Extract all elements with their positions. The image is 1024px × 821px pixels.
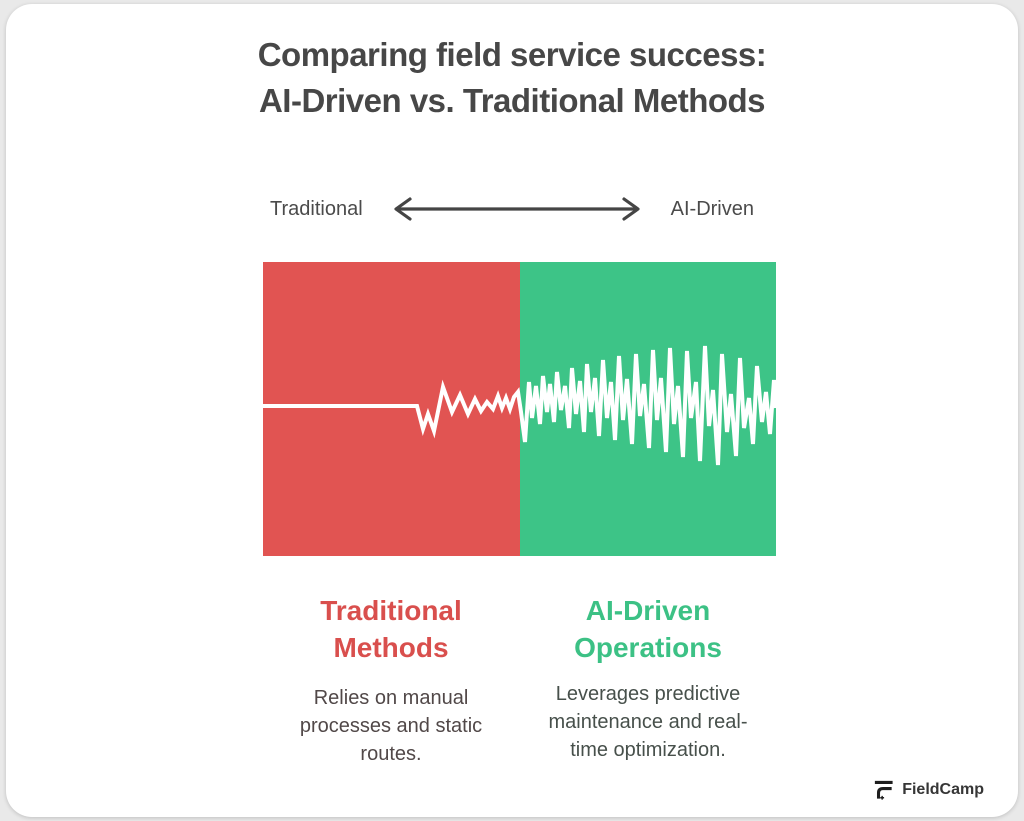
page-title-line2: AI-Driven vs. Traditional Methods <box>258 82 766 119</box>
axis-label-traditional: Traditional <box>270 197 363 220</box>
ai-driven-description: Leverages predictive maintenance and rea… <box>548 683 748 761</box>
double-arrow-icon <box>394 197 640 221</box>
fieldcamp-logo: FieldCamp <box>872 778 984 801</box>
axis-label-ai-driven: AI-Driven <box>670 197 754 220</box>
infographic-card: Comparing field service success: AI-Driv… <box>6 4 1018 817</box>
traditional-description: Relies on manual processes and static ro… <box>299 687 483 765</box>
traditional-heading: Traditional Methods <box>320 595 462 663</box>
fieldcamp-logo-text: FieldCamp <box>902 780 984 798</box>
fieldcamp-logo-icon <box>875 780 893 800</box>
ai-driven-column: AI-Driven Operations Leverages predictiv… <box>520 592 776 764</box>
spectrum-axis: Traditional AI-Driven <box>6 196 1018 222</box>
page-title-line1: Comparing field service success: <box>257 36 767 73</box>
performance-waveform <box>263 345 776 466</box>
comparison-panels <box>263 262 776 556</box>
ai-driven-heading: AI-Driven Operations <box>574 595 722 663</box>
traditional-panel <box>263 262 520 556</box>
page-title: Comparing field service success: AI-Driv… <box>6 32 1018 124</box>
traditional-column: Traditional Methods Relies on manual pro… <box>263 592 519 768</box>
